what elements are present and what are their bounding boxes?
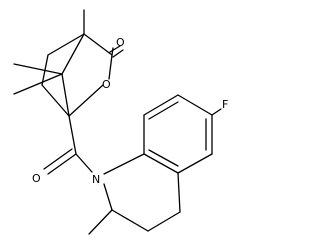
bond-ar-6 — [143, 153, 179, 174]
molecule-structure: O O O N F — [13, 9, 228, 235]
bond-bridgehead-carbonyl — [83, 33, 113, 56]
bond-amide-co-1 — [47, 153, 77, 175]
bond-ch2-aryl — [177, 172, 181, 213]
tetrahydroquinoline-bonds — [88, 94, 222, 235]
bond-ar-6-inner — [148, 149, 179, 167]
bond-N-ch — [103, 183, 113, 211]
bond-ch-ch2 — [111, 209, 149, 232]
bond-ar-3 — [177, 94, 213, 116]
bond-bridgehead-ch2 — [47, 33, 85, 56]
bond-bridge-2 — [61, 73, 70, 117]
bond-ketone-2 — [112, 49, 124, 58]
atom-ring-oxygen: O — [102, 78, 111, 91]
bond-ar-5 — [177, 153, 213, 174]
bond-ar-2-inner — [148, 101, 179, 120]
atom-labels: O O O N F — [32, 36, 228, 186]
bond-ch2-ch2b — [147, 211, 181, 232]
bond-carbonyl-stub — [111, 47, 114, 56]
bond-ar-2 — [143, 94, 179, 116]
bond-bridge-1 — [61, 33, 85, 75]
bond-ringO-quaternary — [68, 84, 104, 117]
bond-quaternary-amideC — [68, 115, 77, 155]
atom-ketone-oxygen: O — [116, 36, 125, 49]
bond-carbonyl-ringO — [108, 54, 113, 80]
bicyclic-lactone-bonds — [13, 9, 124, 117]
bond-gem-methyl-2 — [13, 73, 63, 95]
bond-amideC-N — [75, 153, 93, 173]
atom-nitrogen: N — [92, 173, 100, 186]
bond-amide-co-2 — [43, 148, 73, 170]
bond-ar-F — [211, 108, 222, 116]
bond-ch2-quaternary — [41, 84, 70, 117]
bond-ch-methyl — [88, 209, 113, 235]
bond-ketone-1 — [109, 45, 121, 53]
amide-bonds — [43, 115, 93, 175]
atom-amide-oxygen: O — [32, 172, 41, 185]
bond-gem-methyl-1 — [13, 63, 63, 75]
atom-fluorine: F — [222, 98, 228, 111]
bond-N-aryl — [103, 153, 145, 175]
